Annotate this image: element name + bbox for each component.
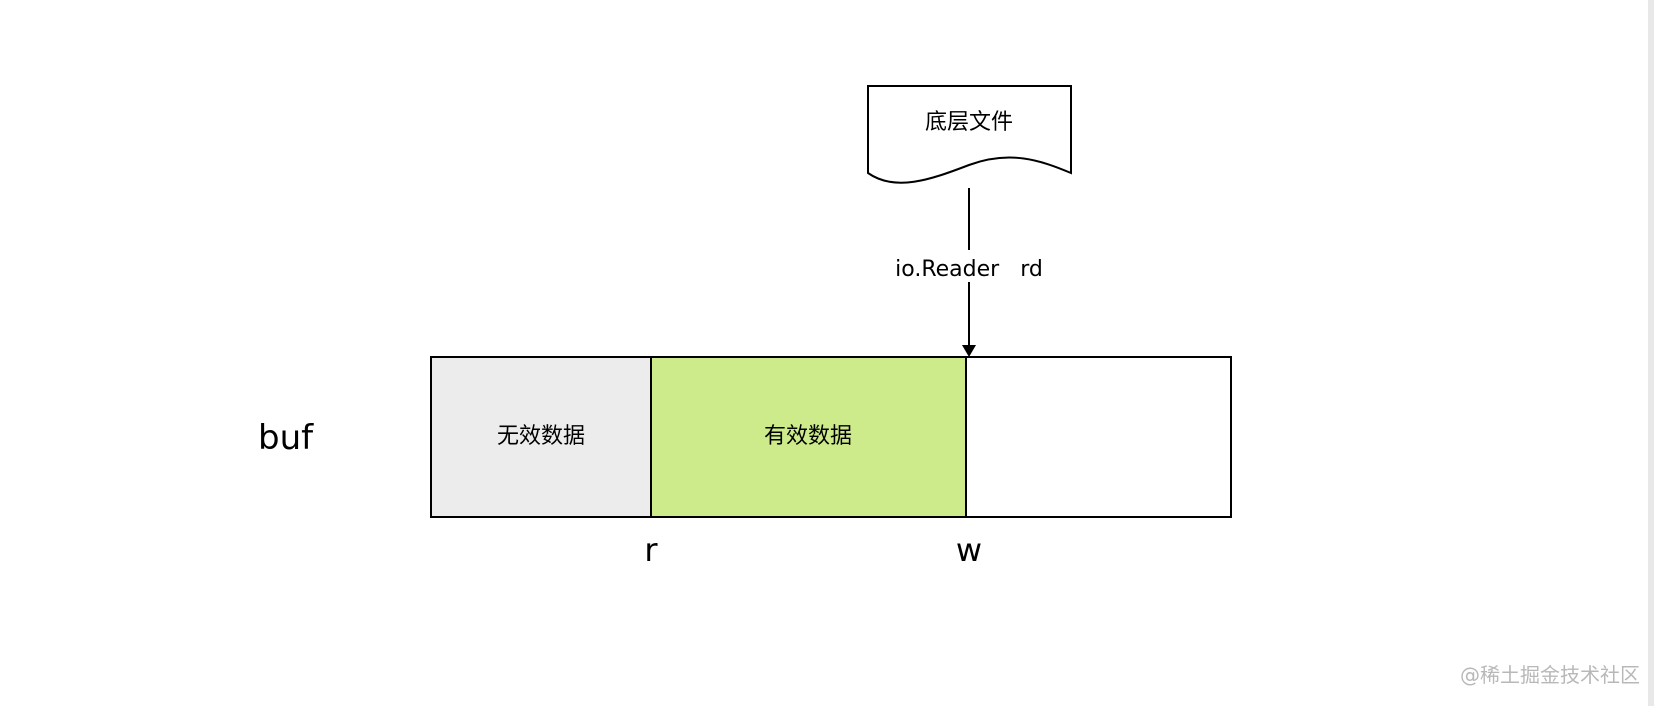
watermark: @稀土掘金技术社区 [1460, 663, 1640, 687]
reader-connector: io.Reader rd [895, 188, 1043, 357]
document-shape [867, 85, 1072, 184]
write-pointer-label: w [956, 531, 982, 569]
valid-data-label: 有效数据 [764, 424, 852, 449]
invalid-data-segment [430, 356, 652, 518]
file-node-label: 底层文件 [925, 110, 1013, 135]
buffer-name-label: buf [258, 418, 314, 458]
free-space-segment [965, 356, 1232, 518]
invalid-data-label: 无效数据 [497, 424, 585, 449]
buffer: 无效数据 有效数据 [430, 356, 1232, 518]
file-node: 底层文件 [867, 85, 1072, 184]
connector-label: io.Reader rd [895, 257, 1043, 282]
read-pointer-label: r [644, 531, 658, 569]
canvas-right-edge [1648, 0, 1654, 706]
